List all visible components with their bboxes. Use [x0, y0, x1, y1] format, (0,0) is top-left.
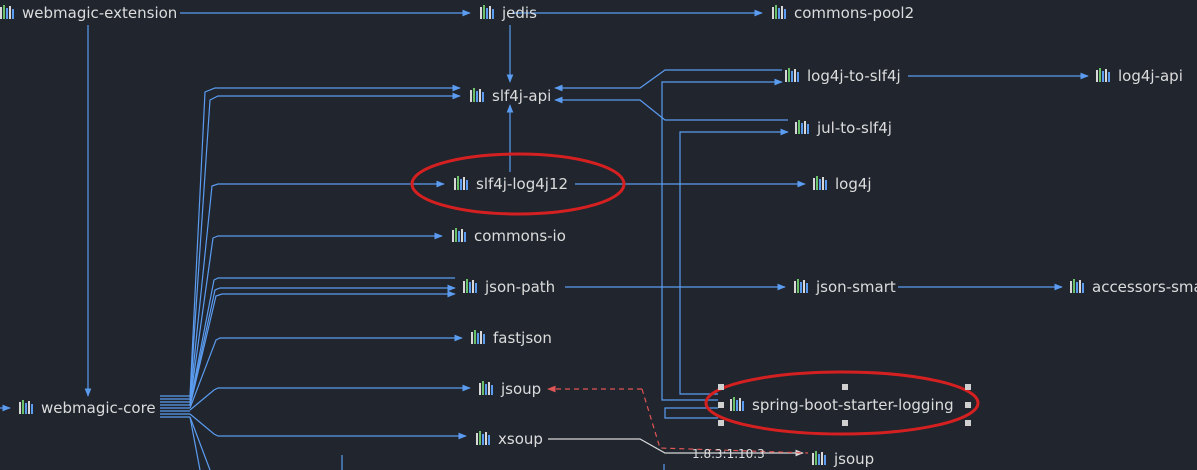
node-jedis[interactable]: jedis [480, 4, 537, 22]
node-jsoup[interactable]: jsoup [479, 380, 541, 398]
maven-library-icon [772, 5, 786, 19]
maven-library-icon [1096, 68, 1110, 82]
maven-library-icon [730, 397, 744, 411]
selection-handles[interactable] [718, 384, 971, 426]
node-label: json-smart [815, 278, 896, 296]
node-xsoup[interactable]: xsoup [476, 430, 543, 448]
node-label: json-path [484, 278, 555, 296]
node-webmagic-extension[interactable]: webmagic-extension [0, 4, 177, 22]
edge-log4jtoslf4j-slf4j [554, 69, 782, 92]
maven-library-icon [785, 68, 799, 82]
resize-handle-s [842, 420, 848, 426]
node-label: fastjson [493, 329, 552, 347]
edge-logging-extra [664, 407, 718, 419]
node-label: spring-boot-starter-logging [752, 396, 954, 414]
node-label: slf4j-log4j12 [476, 175, 568, 193]
edge-xsoup-jsoup [548, 438, 804, 457]
node-label: log4j-api [1118, 67, 1183, 85]
resize-handle-n [842, 384, 848, 390]
maven-library-icon [463, 279, 477, 293]
node-accessors-smart[interactable]: accessors-sma [1070, 278, 1197, 296]
node-jul-to-slf4j[interactable]: jul-to-slf4j [795, 119, 892, 137]
maven-library-icon [813, 176, 827, 190]
node-log4j-api[interactable]: log4j-api [1096, 67, 1183, 85]
version-conflict-label: 1.8.3:1.10.3 [692, 447, 765, 461]
resize-handle-w [718, 402, 724, 408]
node-label: jsoup [500, 380, 541, 398]
maven-library-icon [452, 228, 466, 242]
node-label: commons-io [474, 227, 566, 245]
node-slf4j-log4j12[interactable]: slf4j-log4j12 [454, 175, 568, 193]
edges [0, 9, 1089, 470]
maven-library-icon [454, 176, 468, 190]
resize-handle-se [965, 420, 971, 426]
node-webmagic-core[interactable]: webmagic-core [19, 399, 156, 417]
node-slf4j-api[interactable]: slf4j-api [470, 87, 551, 105]
edge-logging-log4jtoslf4j [661, 78, 783, 401]
node-label: xsoup [498, 430, 543, 448]
node-jsoup-conflict[interactable]: jsoup [812, 450, 874, 468]
node-label: accessors-sma [1092, 278, 1197, 296]
node-log4j-to-slf4j[interactable]: log4j-to-slf4j [785, 67, 901, 85]
maven-library-icon [0, 5, 14, 19]
maven-library-icon [812, 451, 826, 465]
node-label: slf4j-api [492, 87, 551, 105]
resize-handle-sw [718, 420, 724, 426]
maven-library-icon [479, 381, 493, 395]
node-label: jedis [501, 4, 537, 22]
resize-handle-e [965, 402, 971, 408]
node-label: commons-pool2 [794, 4, 914, 22]
maven-library-icon [795, 120, 809, 134]
maven-library-icon [476, 431, 490, 445]
node-commons-io[interactable]: commons-io [452, 227, 566, 245]
maven-library-icon [480, 5, 494, 19]
highlight-ring-spring-boot-starter-logging [704, 370, 980, 436]
edge-conflict-dash [641, 388, 809, 454]
nodes: webmagic-extension jedis commons-pool2 s… [0, 4, 1197, 468]
edge-logging-jultoslf4j [679, 128, 789, 395]
maven-library-icon [1070, 279, 1084, 293]
maven-library-icon [470, 88, 484, 102]
node-label: log4j-to-slf4j [807, 67, 901, 85]
core-fanout [160, 84, 471, 470]
node-label: jul-to-slf4j [816, 119, 892, 137]
maven-library-icon [794, 279, 808, 293]
resize-handle-nw [718, 384, 724, 390]
node-label: jsoup [833, 450, 874, 468]
node-label: webmagic-extension [22, 4, 177, 22]
edge-jultoslf4j-slf4j [554, 96, 788, 121]
node-label: webmagic-core [41, 399, 156, 417]
node-commons-pool2[interactable]: commons-pool2 [772, 4, 914, 22]
node-json-path[interactable]: json-path [463, 278, 555, 296]
node-fastjson[interactable]: fastjson [471, 329, 552, 347]
maven-library-icon [471, 330, 485, 344]
maven-library-icon [19, 400, 33, 414]
node-spring-boot-starter-logging[interactable]: spring-boot-starter-logging [730, 396, 954, 414]
node-log4j[interactable]: log4j [813, 175, 872, 193]
resize-handle-ne [965, 384, 971, 390]
node-json-smart[interactable]: json-smart [794, 278, 896, 296]
highlight-ring-slf4j-log4j12 [410, 152, 626, 216]
node-label: log4j [835, 175, 872, 193]
